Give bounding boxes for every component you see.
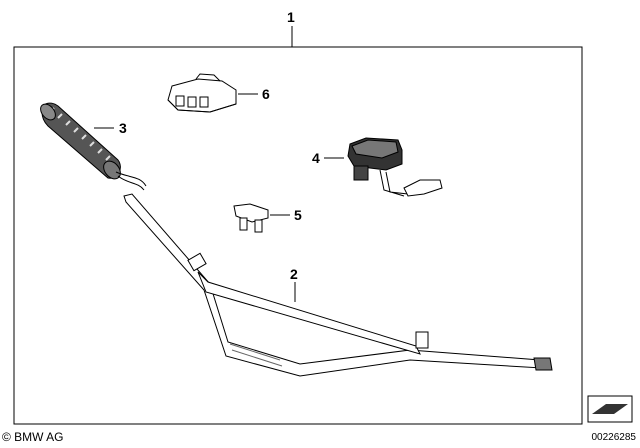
copyright: © BMW AG <box>2 430 64 444</box>
corner-logo <box>587 395 633 423</box>
callout-6[interactable]: 6 <box>262 86 270 102</box>
callout-1[interactable]: 1 <box>287 9 295 25</box>
fuse-part[interactable] <box>233 203 269 233</box>
callout-4[interactable]: 4 <box>312 150 320 166</box>
callout-3[interactable]: 3 <box>119 120 127 136</box>
diagram-frame <box>13 46 583 425</box>
callout-5[interactable]: 5 <box>294 207 302 223</box>
grip-part[interactable] <box>38 101 147 191</box>
diagram-id: 00226285 <box>591 432 637 443</box>
callout-2[interactable]: 2 <box>290 266 298 282</box>
handlebar-part[interactable] <box>123 193 553 377</box>
switch-part[interactable] <box>347 137 443 197</box>
connector-part[interactable] <box>167 73 237 113</box>
